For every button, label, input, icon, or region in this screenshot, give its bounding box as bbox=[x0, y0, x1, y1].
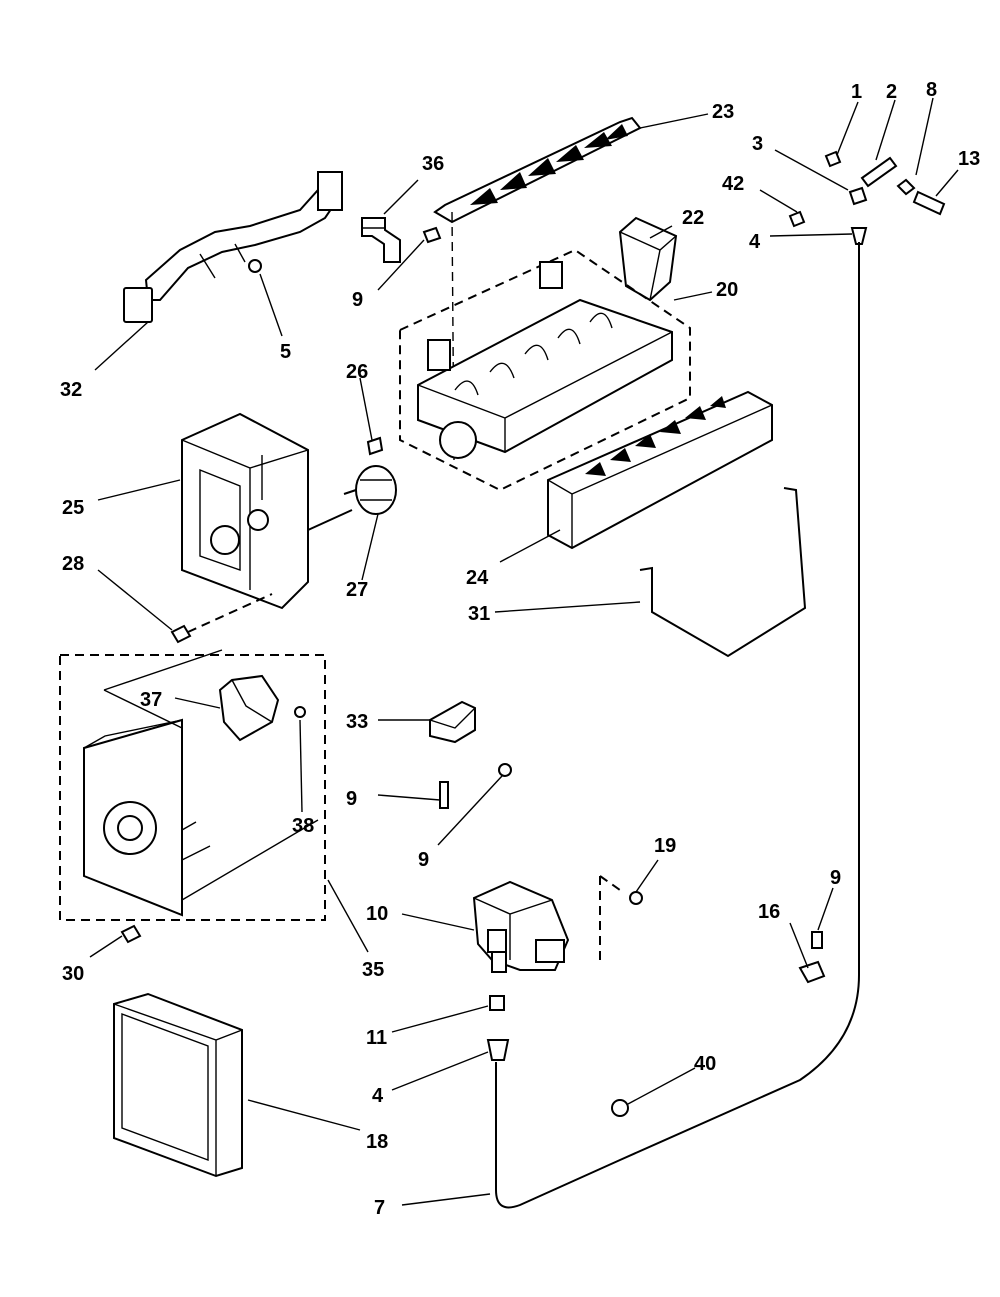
part-28-screw bbox=[170, 593, 273, 644]
label-2: 2 bbox=[886, 81, 897, 103]
label-31: 31 bbox=[468, 603, 490, 625]
part-25-housing bbox=[181, 412, 353, 610]
label-32: 32 bbox=[60, 379, 82, 401]
label-20: 20 bbox=[716, 279, 738, 301]
label-8: 8 bbox=[926, 79, 937, 101]
label-26: 26 bbox=[346, 361, 368, 383]
label-11: 11 bbox=[366, 1027, 387, 1049]
label-22: 22 bbox=[682, 207, 704, 229]
label-25: 25 bbox=[62, 497, 84, 519]
part-11-nut bbox=[489, 995, 505, 1011]
part-top-fittings bbox=[788, 150, 946, 228]
part-36-bracket bbox=[361, 217, 401, 263]
label-9-mid: 9 bbox=[346, 788, 357, 810]
label-9-top: 9 bbox=[352, 289, 363, 311]
part-40-nut bbox=[611, 1099, 629, 1117]
label-5: 5 bbox=[280, 341, 291, 363]
part-26-clip bbox=[366, 436, 384, 456]
part-32-wire-harness bbox=[123, 171, 343, 323]
label-33: 33 bbox=[346, 711, 368, 733]
label-9-right: 9 bbox=[830, 867, 841, 889]
label-10: 10 bbox=[366, 903, 388, 925]
label-40: 40 bbox=[694, 1053, 716, 1075]
label-16: 16 bbox=[758, 901, 780, 923]
label-38: 38 bbox=[292, 815, 314, 837]
part-23-ejector bbox=[433, 116, 642, 461]
label-35: 35 bbox=[362, 959, 384, 981]
part-31-shutoff-arm bbox=[639, 487, 807, 658]
part-20-mold bbox=[399, 248, 691, 492]
label-7: 7 bbox=[374, 1197, 385, 1219]
part-10-water-valve bbox=[472, 880, 570, 973]
label-37: 37 bbox=[140, 689, 162, 711]
part-16-clamp bbox=[798, 960, 826, 984]
label-4-bottom: 4 bbox=[372, 1085, 384, 1107]
part-19-bracket bbox=[599, 875, 643, 966]
part-37-timer bbox=[218, 674, 306, 742]
label-19: 19 bbox=[654, 835, 676, 857]
part-30-screw bbox=[120, 924, 142, 944]
label-28: 28 bbox=[62, 553, 84, 575]
part-24-strip bbox=[547, 390, 773, 550]
label-24: 24 bbox=[466, 567, 489, 589]
part-7-water-tube bbox=[495, 242, 860, 1209]
part-35-module-box bbox=[59, 649, 326, 921]
label-3: 3 bbox=[752, 133, 763, 155]
part-4-fittings bbox=[486, 227, 868, 1061]
part-27-motor bbox=[343, 465, 397, 515]
label-30: 30 bbox=[62, 963, 84, 985]
label-9-lower: 9 bbox=[418, 849, 429, 871]
label-36: 36 bbox=[422, 153, 444, 175]
label-27: 27 bbox=[346, 579, 368, 601]
part-18-box bbox=[113, 992, 243, 1178]
part-33-bracket bbox=[429, 700, 476, 744]
label-13: 13 bbox=[958, 148, 980, 170]
leader-lines bbox=[89, 97, 959, 1206]
part-22-cover bbox=[618, 216, 678, 302]
label-4-top: 4 bbox=[749, 231, 761, 253]
label-1: 1 bbox=[851, 81, 862, 103]
label-42: 42 bbox=[722, 173, 744, 195]
label-18: 18 bbox=[366, 1131, 388, 1153]
label-23: 23 bbox=[712, 101, 734, 123]
callout-labels: 1 2 8 3 13 42 4 23 36 22 9 20 32 5 26 25… bbox=[60, 79, 980, 1219]
